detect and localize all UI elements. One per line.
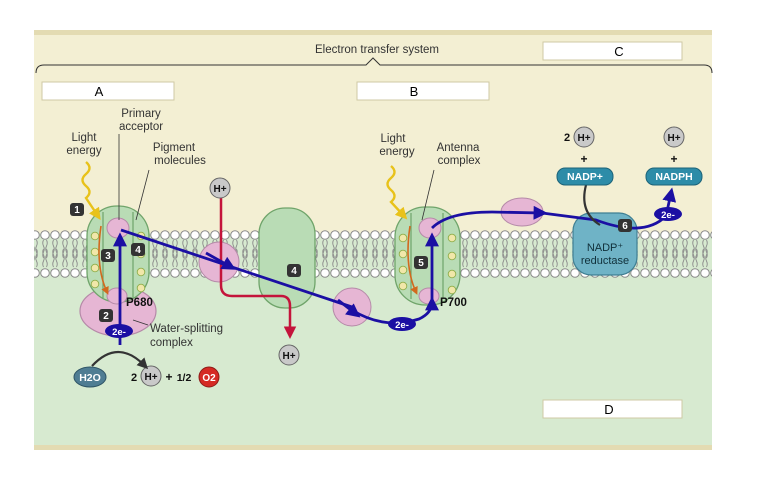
nadp-reductase-label-1: NADP⁺	[587, 242, 624, 254]
electron-pair-pc: 2e-	[388, 317, 416, 331]
light-energy-label-2b: energy	[379, 146, 414, 158]
proton-stroma-1: H+	[209, 177, 231, 199]
nadp-reductase-label-2: reductase	[581, 255, 629, 267]
title: Electron transfer system	[315, 44, 439, 56]
proton-stroma-2: H+	[573, 126, 595, 148]
half-coefficient: 1/2	[177, 372, 192, 384]
svg-text:NADP+: NADP+	[567, 171, 603, 183]
coefficient-two-water: 2	[131, 372, 137, 384]
answer-box-d-label: D	[604, 402, 613, 417]
electron-path-3	[431, 205, 548, 230]
top-band	[34, 30, 712, 35]
svg-text:2e-: 2e-	[112, 327, 126, 338]
svg-text:4: 4	[135, 245, 141, 256]
p700-label: P700	[440, 297, 467, 309]
electron-pair-ps2: 2e-	[105, 324, 133, 338]
svg-text:H+: H+	[667, 133, 680, 144]
step-badge-4a: 4	[131, 243, 145, 256]
oxygen-molecule: O2	[198, 366, 220, 388]
plus-sign-1: +	[580, 152, 587, 166]
step-badge-1: 1	[70, 203, 84, 216]
svg-text:NADPH: NADPH	[655, 171, 692, 183]
svg-text:H2O: H2O	[79, 372, 101, 384]
photosystem-ii	[79, 205, 157, 337]
svg-text:2e-: 2e-	[661, 210, 675, 221]
electron-pair-nadp: 2e-	[654, 207, 682, 221]
answer-box-d[interactable]	[542, 399, 683, 419]
answer-box-c-label: C	[614, 44, 623, 59]
answer-box-a-label: A	[95, 84, 104, 99]
light-energy-label-1a: Light	[72, 132, 98, 144]
proton-lumen-2: H+	[140, 365, 162, 387]
energy-transfer-ps2	[98, 225, 109, 295]
svg-text:1: 1	[74, 205, 80, 216]
proton-stroma-3: H+	[663, 126, 685, 148]
light-energy-label-2a: Light	[381, 133, 407, 145]
water-splitting-leader	[132, 319, 149, 326]
pigment-molecules-leader	[135, 169, 150, 221]
svg-text:H+: H+	[144, 372, 157, 383]
electron-arrow-1	[205, 251, 236, 270]
photosystem-i	[394, 206, 461, 306]
svg-text:5: 5	[418, 258, 424, 269]
p680-label: P680	[126, 297, 153, 309]
antenna-complex-label-2: complex	[438, 155, 481, 167]
svg-text:6: 6	[622, 221, 628, 232]
answer-box-c[interactable]	[542, 41, 683, 61]
answer-box-b[interactable]	[356, 81, 490, 101]
light-energy-arrow-1	[81, 161, 101, 220]
nadp-plus-badge: NADP+	[556, 167, 614, 186]
antenna-complex-label-1: Antenna	[437, 142, 480, 154]
electron-path-1	[120, 228, 353, 309]
step-badge-6: 6	[618, 219, 632, 232]
svg-text:4: 4	[291, 266, 297, 277]
title-bracket	[35, 57, 713, 74]
answer-box-b-label: B	[410, 84, 419, 99]
cytochrome-complex	[258, 207, 316, 309]
water-splitting-label-1: Water-splitting	[150, 323, 223, 335]
step-badge-3: 3	[101, 249, 115, 262]
primary-acceptor-label-1: Primary	[121, 108, 161, 120]
water-molecule: H2O	[73, 366, 107, 388]
nadp-curve	[583, 184, 601, 226]
water-splitting-label-2: complex	[150, 337, 193, 349]
bottom-band	[34, 445, 712, 450]
step-badge-2: 2	[99, 309, 113, 322]
svg-text:2e-: 2e-	[395, 320, 409, 331]
svg-text:H+: H+	[577, 133, 590, 144]
light-energy-arrow-2	[386, 165, 408, 220]
pigment-molecules-label-2: molecules	[154, 155, 206, 167]
plus-sign-2: +	[670, 152, 677, 166]
pigment-molecules-label-1: Pigment	[153, 142, 196, 154]
antenna-complex-leader	[421, 169, 435, 221]
proton-path	[219, 198, 297, 339]
proton-lumen-1: H+	[278, 344, 300, 366]
coefficient-two-h: 2	[564, 132, 570, 144]
stroma-region	[34, 35, 712, 233]
plus-sign-3: +	[165, 370, 172, 384]
energy-transfer-ps1	[407, 225, 418, 295]
water-splitting-arrow	[91, 351, 149, 370]
electron-path-2	[351, 296, 439, 325]
primary-acceptor-label-2: acceptor	[119, 121, 163, 133]
svg-text:2: 2	[103, 311, 109, 322]
light-energy-label-1b: energy	[66, 145, 101, 157]
nadph-badge: NADPH	[645, 167, 703, 186]
svg-text:O2: O2	[202, 373, 216, 384]
step-badge-4b: 4	[287, 264, 301, 277]
answer-box-a[interactable]	[41, 81, 175, 101]
svg-text:H+: H+	[213, 184, 226, 195]
svg-text:3: 3	[105, 251, 111, 262]
svg-text:H+: H+	[282, 351, 295, 362]
step-badge-5: 5	[414, 256, 428, 269]
